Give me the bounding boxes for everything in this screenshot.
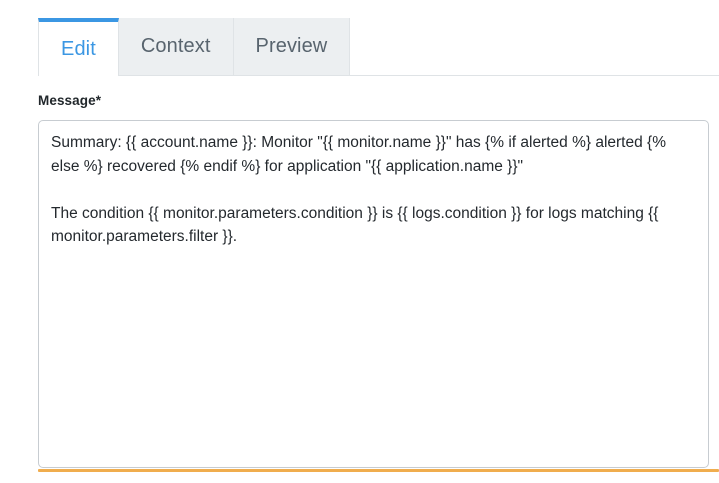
- tab-context[interactable]: Context: [118, 18, 234, 76]
- tabbar-underline: [38, 75, 719, 76]
- message-field-label: Message*: [38, 93, 101, 108]
- required-asterisk: *: [95, 93, 102, 108]
- message-label-text: Message: [38, 93, 96, 108]
- tab-edit-label: Edit: [61, 37, 96, 60]
- message-textarea-wrapper: [38, 120, 709, 468]
- tab-preview[interactable]: Preview: [233, 18, 351, 76]
- tab-list: Edit Context Preview: [38, 18, 351, 76]
- message-textarea[interactable]: [38, 120, 709, 468]
- tab-edit[interactable]: Edit: [38, 18, 119, 76]
- tab-preview-label: Preview: [255, 35, 328, 57]
- tab-context-label: Context: [140, 35, 211, 57]
- editor-tabbar: Edit Context Preview: [38, 18, 719, 76]
- field-accent-bar: [38, 469, 719, 472]
